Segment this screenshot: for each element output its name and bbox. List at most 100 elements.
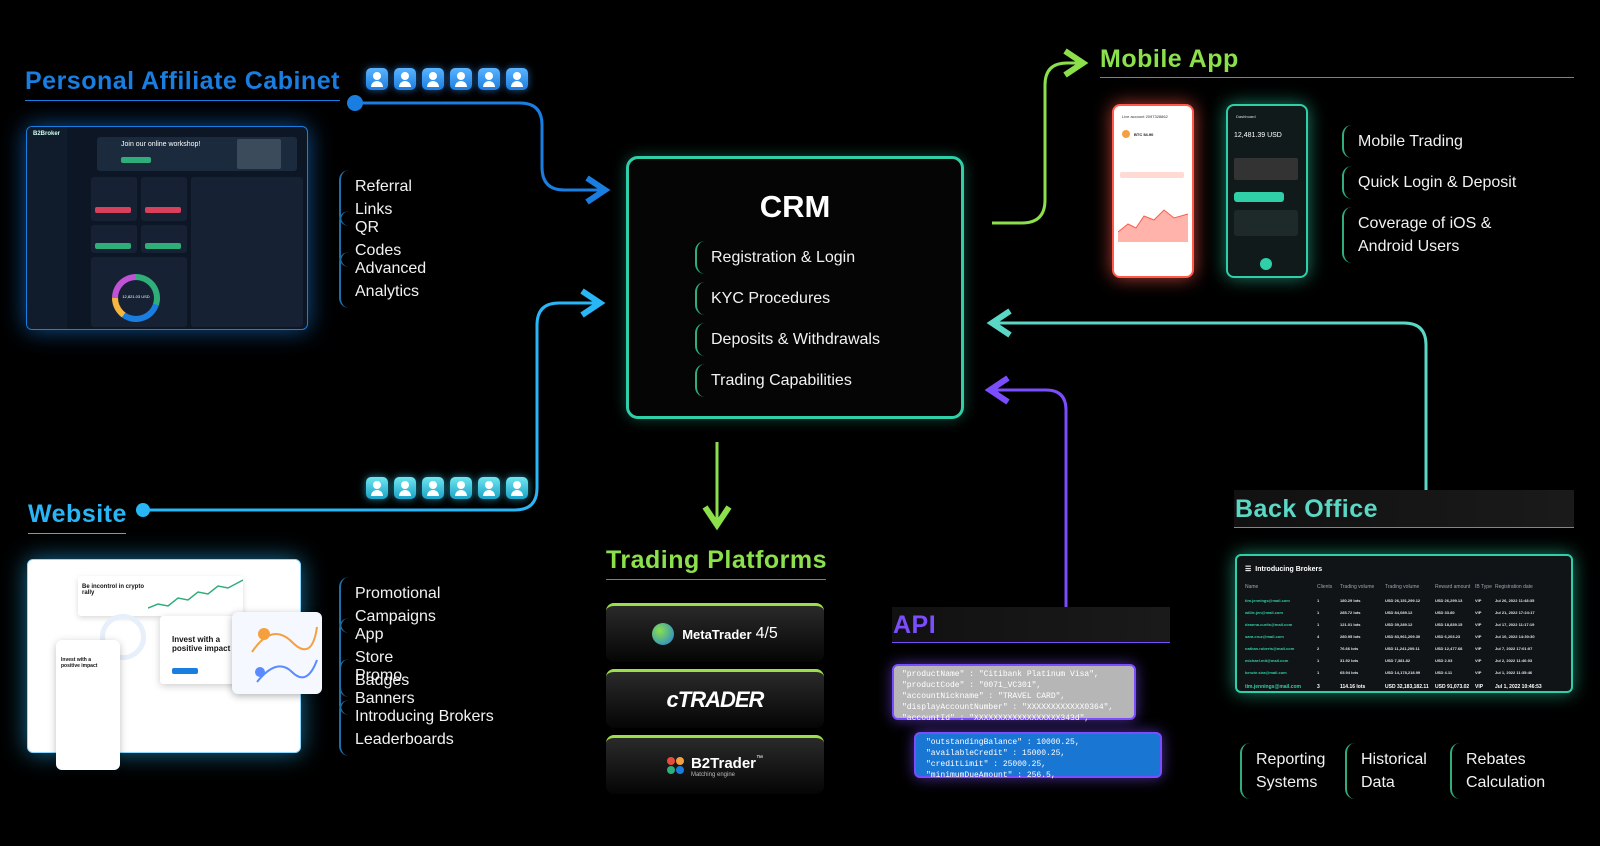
phone1-label: Live account 2097328862 [1122, 114, 1168, 119]
backoffice-title-bg [1234, 490, 1574, 528]
table-cell: USD 6,203.23 [1435, 634, 1461, 639]
table-cell: USD 33.80 [1435, 610, 1455, 615]
user-icon [394, 68, 416, 90]
affiliate-cabinet-screenshot: B2Broker Join our online workshop! 12,82… [26, 126, 308, 330]
table-cell: 114.16 lots [1340, 684, 1366, 690]
table-header-cell: Trading volume [1340, 584, 1375, 590]
table-cell: VIP [1475, 634, 1482, 639]
ctrader-label: cTRADER [666, 687, 765, 712]
platform-ctrader[interactable]: cTRADER [606, 669, 824, 728]
table-cell: 65.94 lots [1340, 670, 1359, 675]
table-cell: USD 2.03 [1435, 658, 1453, 663]
table-cell: USD 26,151,299.12 [1385, 598, 1421, 603]
table-cell: USD 18,839.15 [1435, 622, 1463, 627]
table-cell: 31.92 lots [1340, 658, 1359, 663]
table-cell: 121.01 lots [1340, 622, 1361, 627]
affiliate-banner: Join our online workshop! [121, 141, 201, 148]
affiliate-users-icons [366, 68, 528, 90]
website-title: Website [28, 500, 127, 528]
user-icon [366, 68, 388, 90]
menu-icon: ☰ [1245, 566, 1252, 573]
table-cell: deanna.curtis@mail.com [1245, 622, 1293, 627]
b2trader-tm: ™ [756, 754, 764, 762]
crm-item: Trading Capabilities [695, 364, 852, 397]
table-cell: Jul 1, 2022 11:35:46 [1495, 670, 1533, 675]
table-cell: 2 [1317, 646, 1320, 651]
api-code-block-2: "outstandingBalance" : 10000.25, "availa… [914, 732, 1162, 780]
website-headline3: Invest with a positive impact [61, 657, 98, 669]
user-icon [394, 477, 416, 499]
table-cell: kenzie.sira@mail.com [1245, 670, 1287, 675]
user-icon [422, 477, 444, 499]
b2trader-label: B2Trader [690, 754, 757, 772]
table-cell: tim.jennings@mail.com [1245, 684, 1301, 690]
mobile-item: Quick Login & Deposit [1342, 166, 1516, 199]
platform-metatrader[interactable]: MetaTrader 4/5 [606, 603, 824, 662]
affiliate-title: Personal Affiliate Cabinet [25, 67, 340, 95]
platform-b2trader[interactable]: B2Trader™ Matching engine [606, 735, 824, 794]
api-title-underline [892, 642, 1170, 643]
phone1-value: BTC 54.90 [1134, 132, 1154, 137]
b2trader-sub: Matching engine [690, 771, 735, 778]
table-cell: 280.95 lots [1340, 634, 1361, 639]
user-icon [506, 477, 528, 499]
user-icon [506, 68, 528, 90]
table-header-cell: Reward amount [1435, 584, 1471, 590]
table-cell: VIP [1475, 598, 1482, 603]
api-title: API [893, 611, 937, 639]
mobile-title: Mobile App [1100, 45, 1239, 73]
api-crm-arrow [984, 375, 1081, 640]
crm-item: Registration & Login [695, 241, 855, 274]
table-header-cell: Trading volume [1385, 584, 1420, 590]
affiliate-donut-chart [112, 274, 160, 322]
table-cell: Jul 21, 2022 17:24:17 [1495, 610, 1535, 615]
mobile-item: Coverage of iOS & Android Users [1342, 207, 1491, 263]
table-cell: VIP [1475, 622, 1482, 627]
table-cell: USD 91,073.02 [1435, 684, 1470, 690]
crm-box: CRM Registration & Login KYC Procedures … [626, 156, 964, 419]
website-card-art [232, 612, 322, 694]
affiliate-to-crm-arrow [355, 101, 611, 205]
table-cell: VIP [1475, 670, 1482, 675]
table-cell: Jul 26, 2022 11:48:35 [1495, 598, 1535, 603]
website-item: Promotional Campaigns [339, 577, 440, 633]
user-icon [366, 477, 388, 499]
metatrader-label: MetaTrader [682, 626, 752, 642]
table-cell: 1 [1317, 658, 1320, 663]
table-header-cell: IB Type [1475, 584, 1492, 590]
table-cell: 180.29 lots [1340, 598, 1361, 603]
website-item: App Store Badges [339, 618, 409, 697]
crm-title: CRM [759, 189, 831, 224]
table-cell: USD 84,089.12 [1385, 610, 1413, 615]
table-cell: USD 12,477.68 [1435, 646, 1463, 651]
backoffice-to-crm-arrow [986, 308, 1428, 507]
table-cell: nathan.roberts@mail.com [1245, 646, 1295, 651]
b2trader-icon [666, 757, 685, 775]
mobile-title-underline [1100, 77, 1574, 78]
table-cell: USD 32,183,182.11 [1385, 684, 1429, 690]
metatrader-suffix: 4/5 [755, 625, 778, 642]
table-cell: Jul 7, 2022 17:01:07 [1495, 646, 1533, 651]
table-cell: USD 14,178,218.99 [1385, 670, 1421, 675]
table-header-cell: Clients [1317, 584, 1333, 590]
affiliate-item: QR Codes [339, 211, 401, 267]
table-cell: Jul 17, 2022 11:17:19 [1495, 622, 1535, 627]
table-header-cell: Registration date [1495, 584, 1533, 590]
user-icon [478, 68, 500, 90]
api-title-bg [892, 607, 1170, 643]
crm-item: KYC Procedures [695, 282, 830, 315]
website-title-underline [28, 533, 126, 534]
table-cell: michael.mit@mail.com [1245, 658, 1289, 663]
table-cell: 3 [1317, 684, 1320, 690]
trading-title-underline [606, 579, 826, 580]
backoffice-title: Back Office [1235, 495, 1379, 523]
website-item: Introducing Brokers Leaderboards [339, 700, 494, 756]
affiliate-title-underline [25, 100, 340, 101]
website-to-crm-arrow [143, 288, 606, 512]
